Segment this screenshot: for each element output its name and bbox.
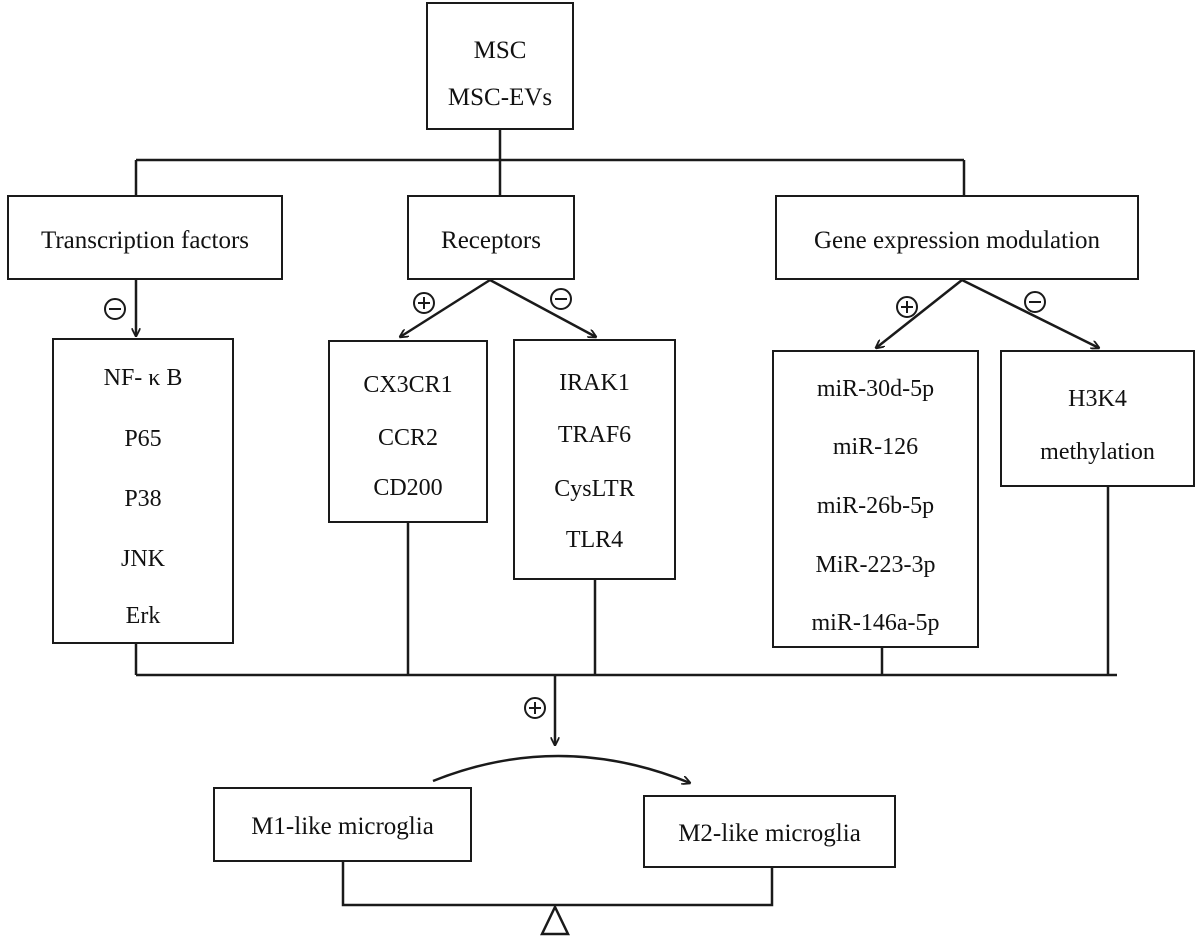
receptors-up-arrow (400, 278, 491, 337)
mirna-item: miR-26b-5p (816, 493, 935, 519)
m1-microglia-box: M1-like microglia (213, 787, 472, 862)
m2-microglia-box: M2-like microglia (643, 795, 896, 868)
methylation-label-text: methylation (1040, 439, 1155, 465)
transcription-target: P38 (124, 486, 162, 512)
m1-microglia-label: M1-like microglia (251, 813, 434, 840)
inhibit-methylation-icon (1024, 291, 1046, 313)
receptors-down-arrow (489, 278, 596, 337)
fulcrum-triangle (540, 904, 570, 936)
methylation-label-h3k4: H3K4 (1068, 386, 1127, 412)
inhibit-receptor-down-icon (550, 288, 572, 310)
category-transcription-label: Transcription factors (40, 227, 250, 254)
m1-to-m2-arrow (432, 754, 690, 783)
methylation-box: H3K4 methylation (1000, 350, 1195, 487)
mirna-item: miR-30d-5p (816, 376, 935, 402)
gene-up-arrow (876, 279, 963, 348)
balance-bar-line (341, 862, 774, 907)
receptor-up-item: CX3CR1 (363, 372, 453, 398)
root-box: MSC MSC-EVs (426, 2, 574, 130)
receptor-up-item: CD200 (373, 475, 443, 501)
transcription-target: Erk (125, 603, 161, 629)
category-gene-expression-label: Gene expression modulation (813, 227, 1101, 254)
root-label-msc: MSC (473, 37, 527, 64)
category-receptors-label: Receptors (441, 227, 541, 254)
inhibit-transcription-icon (104, 298, 126, 320)
mirna-item: miR-126 (832, 434, 919, 460)
receptor-up-box: CX3CR1 CCR2 CD200 (328, 340, 488, 523)
m2-microglia-label: M2-like microglia (678, 820, 861, 847)
mirna-item: miR-146a-5p (811, 610, 940, 636)
receptor-up-item: CCR2 (377, 425, 439, 451)
receptor-down-item: CysLTR (554, 476, 635, 502)
receptor-down-item: TLR4 (565, 527, 624, 553)
receptor-down-item: IRAK1 (559, 370, 630, 396)
receptor-down-item: TRAF6 (557, 422, 632, 448)
mirna-box: miR-30d-5p miR-126 miR-26b-5p MiR-223-3p… (772, 350, 979, 648)
category-transcription-box: Transcription factors (7, 195, 283, 280)
transcription-targets-box: NF- κ B P65 P38 JNK Erk (52, 338, 234, 644)
transcription-target: JNK (120, 546, 165, 572)
gene-down-arrow (961, 278, 1099, 348)
receptor-down-box: IRAK1 TRAF6 CysLTR TLR4 (513, 339, 676, 580)
transcription-target: P65 (124, 426, 162, 452)
promote-polarization-icon (524, 697, 546, 719)
category-gene-expression-box: Gene expression modulation (775, 195, 1139, 280)
category-receptors-box: Receptors (407, 195, 575, 280)
promote-mirna-icon (896, 296, 918, 318)
promote-receptor-up-icon (413, 292, 435, 314)
mirna-item: MiR-223-3p (815, 552, 936, 578)
transcription-target: NF- κ B (103, 365, 183, 391)
root-label-msc-evs: MSC-EVs (447, 84, 553, 111)
